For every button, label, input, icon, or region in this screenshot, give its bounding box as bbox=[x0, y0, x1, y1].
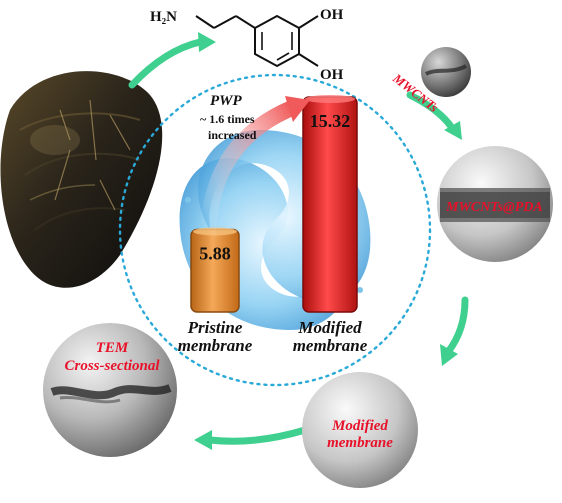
tem-label-line1: TEM bbox=[96, 340, 129, 356]
pwp-change-line1: ~ 1.6 times bbox=[200, 112, 255, 126]
arrow-pda-down bbox=[444, 296, 469, 356]
mwcnts-pda-label: MWCNTs@PDA bbox=[445, 200, 543, 215]
mwcnts-sphere bbox=[421, 47, 471, 97]
modified-membrane-label-line1: Modified bbox=[331, 418, 388, 434]
bar-value-label-pristine: 5.88 bbox=[199, 243, 231, 263]
amine-label: H₂N bbox=[150, 9, 177, 25]
mussel-image bbox=[0, 71, 163, 288]
hydroxyl-bottom-label: OH bbox=[320, 67, 344, 83]
category-label-modified-line1: Modified bbox=[297, 318, 362, 337]
category-label-modified-line2: membrane bbox=[293, 336, 368, 355]
mwcnts-pda-sphere bbox=[437, 146, 553, 262]
increase-arrow bbox=[200, 96, 310, 243]
category-label-pristine-line2: membrane bbox=[178, 336, 253, 355]
hydroxyl-top-label: OH bbox=[320, 7, 344, 23]
bar-value-label-modified: 15.32 bbox=[310, 111, 351, 131]
arrow-mwcnts-down bbox=[406, 91, 456, 132]
tem-sphere bbox=[43, 323, 177, 457]
arrow-mussel-to-molecule bbox=[128, 38, 204, 89]
modified-membrane-sphere bbox=[302, 372, 418, 488]
arrow-head-2 bbox=[444, 121, 462, 140]
green-arrows bbox=[128, 32, 469, 450]
bar-cap-modified bbox=[305, 95, 355, 103]
pwp-change-line2: increased bbox=[208, 128, 257, 142]
arrow-head-3 bbox=[440, 344, 458, 366]
arrow-to-tem bbox=[206, 426, 309, 445]
category-label-pristine-line1: Pristine bbox=[187, 318, 243, 337]
modified-membrane-label-line2: membrane bbox=[327, 435, 393, 451]
arrow-head-1 bbox=[198, 32, 216, 52]
pwp-label: PWP bbox=[210, 93, 243, 109]
arrow-head-4 bbox=[194, 430, 212, 450]
dopamine-structure: H₂N OH OH bbox=[150, 7, 344, 83]
bar-pristine bbox=[190, 228, 240, 313]
tem-label-line2: Cross-sectional bbox=[64, 358, 160, 374]
dotted-circle bbox=[118, 73, 432, 387]
